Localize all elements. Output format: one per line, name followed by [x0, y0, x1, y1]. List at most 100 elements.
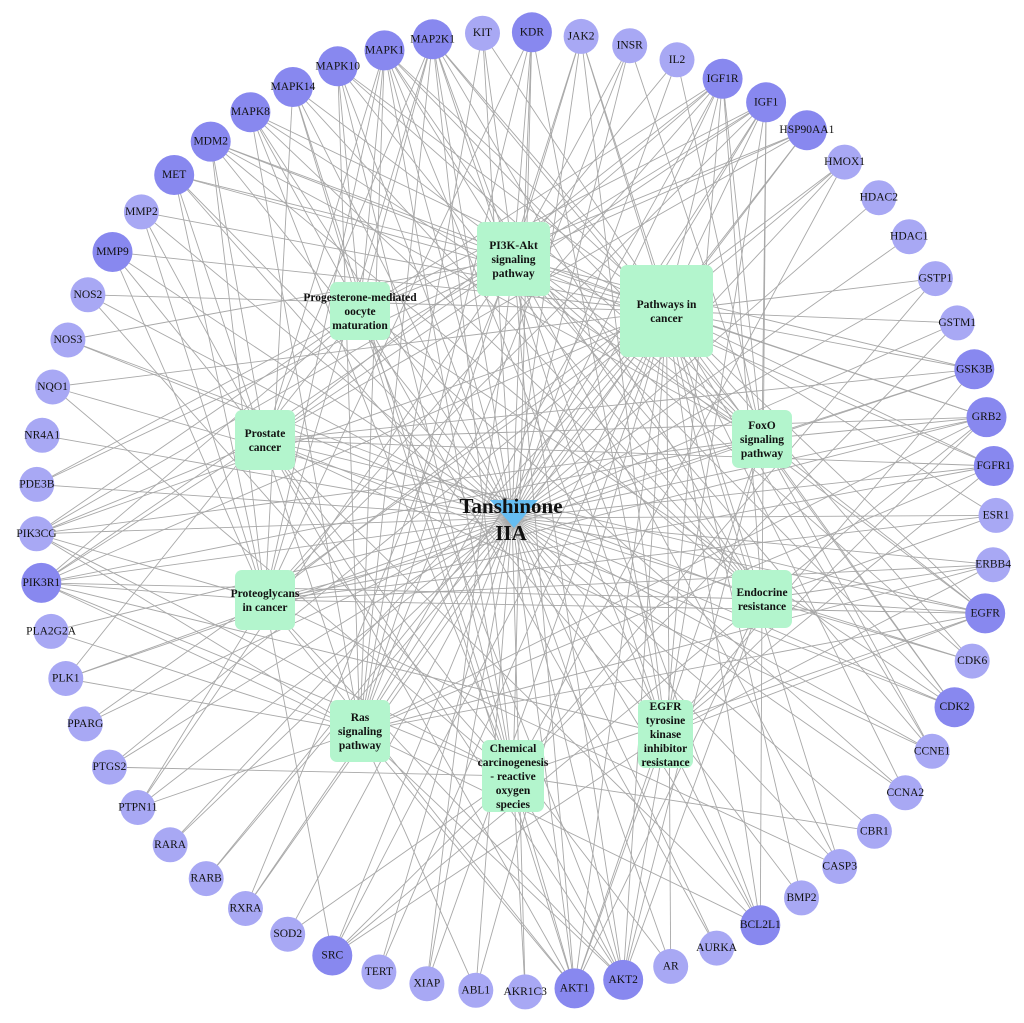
gene-node-rara[interactable]: RARA [152, 827, 188, 863]
gene-circle [653, 948, 689, 984]
gene-node-abl1[interactable]: ABL1 [458, 972, 494, 1008]
edge-ras-MAP2K1 [359, 39, 434, 732]
edge-drug-PDE3B [36, 483, 513, 519]
gene-node-mapk1[interactable]: MAPK1 [364, 30, 405, 71]
gene-node-mapk10[interactable]: MAPK10 [315, 46, 360, 87]
pathway-box [235, 570, 295, 630]
gene-node-hmox1[interactable]: HMOX1 [824, 144, 865, 180]
gene-node-il2[interactable]: IL2 [659, 42, 695, 78]
edge-proteo-IGF1R [264, 78, 723, 601]
gene-circle [966, 397, 1007, 438]
pathway-label-line: signaling [740, 434, 784, 446]
gene-node-akt2[interactable]: AKT2 [603, 959, 644, 1000]
gene-node-egfr[interactable]: EGFR [965, 593, 1006, 634]
gene-node-bmp2[interactable]: BMP2 [784, 880, 819, 916]
edge-endo-PIK3R1 [41, 582, 763, 600]
gene-circle [19, 466, 55, 502]
gene-node-bcl2l1[interactable]: BCL2L1 [740, 905, 781, 946]
gene-node-mapk14[interactable]: MAPK14 [271, 67, 316, 107]
gene-node-pla2g2a[interactable]: PLA2G2A [26, 613, 77, 649]
gene-node-aurka[interactable]: AURKA [696, 930, 738, 966]
edge-prog-PIK3R1 [41, 310, 361, 584]
edge-prog-IGF1 [359, 101, 767, 312]
gene-node-ptpn11[interactable]: PTPN11 [118, 790, 158, 825]
gene-node-pik3r1[interactable]: PIK3R1 [21, 562, 62, 603]
gene-label: MMP2 [125, 206, 158, 218]
gene-circle [861, 180, 897, 216]
gene-label: NR4A1 [24, 429, 60, 441]
gene-node-tert[interactable]: TERT [361, 954, 397, 990]
gene-node-cdk6[interactable]: CDK6 [954, 643, 990, 679]
gene-node-gstm1[interactable]: GSTM1 [938, 305, 976, 341]
gene-node-nqo1[interactable]: NQO1 [35, 369, 71, 405]
edge-cancer-FGFR1 [666, 310, 994, 467]
edge-foxo-MAPK1 [384, 50, 763, 440]
gene-node-gstp1[interactable]: GSTP1 [917, 261, 953, 297]
gene-circle [24, 417, 60, 453]
gene-node-mmp2[interactable]: MMP2 [123, 194, 159, 230]
gene-node-insr[interactable]: INSR [612, 28, 648, 64]
gene-node-map2k1[interactable]: MAP2K1 [410, 19, 455, 60]
gene-node-igf1r[interactable]: IGF1R [702, 58, 743, 99]
gene-node-akt1[interactable]: AKT1 [554, 968, 595, 1009]
gene-circle [19, 516, 54, 552]
gene-node-ar[interactable]: AR [653, 948, 689, 984]
edge-drug-MET [173, 174, 513, 519]
gene-node-hdac2[interactable]: HDAC2 [860, 180, 899, 216]
edge-drug-NOS2 [87, 294, 513, 519]
edge-cancer-RXRA [245, 310, 667, 909]
gene-node-hdac1[interactable]: HDAC1 [890, 219, 929, 255]
gene-node-pde3b[interactable]: PDE3B [19, 466, 55, 502]
gene-node-igf1[interactable]: IGF1 [746, 82, 787, 123]
gene-node-rarb[interactable]: RARB [188, 861, 224, 897]
gene-node-ptgs2[interactable]: PTGS2 [91, 749, 127, 785]
gene-node-ccne1[interactable]: CCNE1 [914, 733, 951, 769]
gene-node-nos3[interactable]: NOS3 [50, 322, 86, 358]
gene-node-grb2[interactable]: GRB2 [966, 397, 1007, 438]
gene-node-rxra[interactable]: RXRA [228, 891, 263, 926]
gene-node-akr1c3[interactable]: AKR1C3 [503, 974, 547, 1010]
gene-node-met[interactable]: MET [154, 155, 195, 195]
edge-endo-MAPK14 [292, 86, 763, 600]
gene-node-pparg[interactable]: PPARG [67, 706, 103, 742]
gene-node-sod2[interactable]: SOD2 [270, 916, 306, 952]
gene-node-mapk8[interactable]: MAPK8 [230, 92, 271, 133]
gene-node-hsp90aa1[interactable]: HSP90AA1 [779, 110, 835, 151]
edge-drug-TERT [378, 517, 513, 973]
gene-node-cbr1[interactable]: CBR1 [856, 813, 892, 849]
gene-node-xiap[interactable]: XIAP [409, 966, 445, 1002]
gene-node-kit[interactable]: KIT [465, 15, 500, 51]
gene-node-pik3cg[interactable]: PIK3CG [16, 516, 57, 552]
gene-node-gsk3b[interactable]: GSK3B [954, 349, 995, 390]
gene-node-nos2[interactable]: NOS2 [70, 277, 106, 313]
gene-node-esr1[interactable]: ESR1 [978, 497, 1014, 533]
gene-node-plk1[interactable]: PLK1 [48, 661, 84, 696]
gene-node-fgfr1[interactable]: FGFR1 [973, 446, 1014, 486]
gene-node-mdm2[interactable]: MDM2 [190, 121, 231, 162]
gene-node-ccna2[interactable]: CCNA2 [886, 775, 924, 811]
edge-prostate-CDK2 [264, 439, 955, 708]
gene-node-cdk2[interactable]: CDK2 [934, 687, 975, 728]
gene-node-kdr[interactable]: KDR [511, 12, 552, 53]
edge-drug-SRC [331, 517, 513, 956]
gene-node-mmp9[interactable]: MMP9 [92, 232, 133, 272]
edge-drug-PTPN11 [137, 517, 513, 808]
gene-node-nr4a1[interactable]: NR4A1 [24, 417, 60, 453]
gene-node-casp3[interactable]: CASP3 [822, 849, 857, 884]
gene-circle [887, 775, 923, 811]
edge-endo-BCL2L1 [759, 598, 763, 926]
gene-node-src[interactable]: SRC [312, 935, 353, 976]
gene-node-jak2[interactable]: JAK2 [563, 18, 599, 54]
gene-node-erbb4[interactable]: ERBB4 [975, 547, 1011, 583]
edge-drug-RARB [205, 517, 513, 879]
